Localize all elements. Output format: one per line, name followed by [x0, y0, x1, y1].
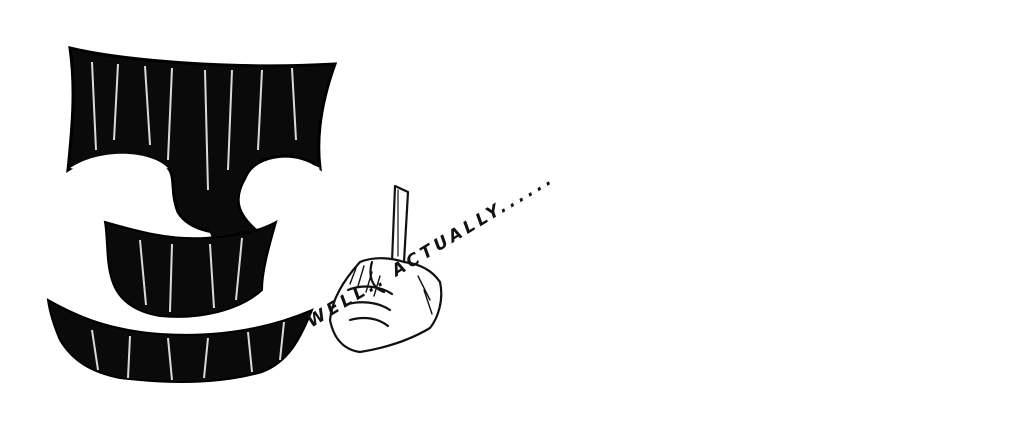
ink-glyph: [46, 46, 338, 383]
raised-finger-hand-icon: [328, 184, 443, 354]
